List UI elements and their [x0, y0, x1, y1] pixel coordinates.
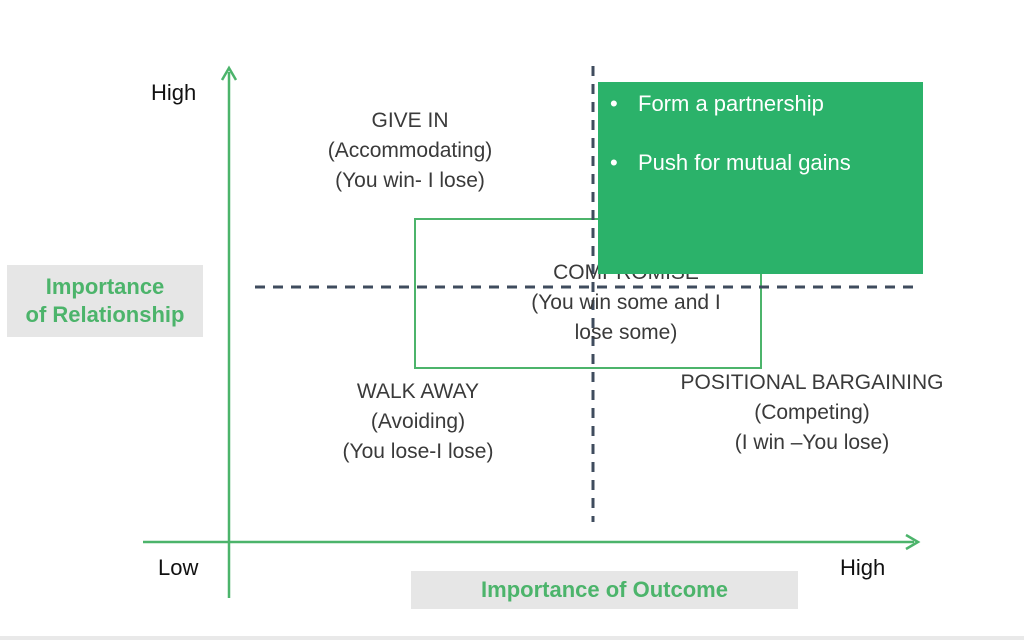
bullet-item: • Push for mutual gains: [610, 149, 923, 177]
y-axis-arrowhead: [220, 65, 238, 81]
x-axis-title-text: Importance of Outcome: [481, 577, 728, 602]
give-in-subtitle: (Accommodating): [327, 139, 493, 162]
quadrant-positional-bargaining: POSITIONAL BARGAINING (Competing) (I win…: [652, 368, 972, 458]
give-in-outcome: (You win- I lose): [335, 169, 485, 192]
bullet-text: Push for mutual gains: [638, 150, 851, 175]
y-axis-title-line2: of Relationship: [25, 302, 185, 327]
collaborate-box: • Form a partnership • Push for mutual g…: [598, 82, 923, 274]
walk-away-subtitle: (Avoiding): [370, 410, 466, 433]
x-axis-title: Importance of Outcome: [411, 571, 798, 609]
center-compromise: COMPROMISE (You win some and I lose some…: [486, 258, 766, 348]
x-axis-high-label: High: [840, 555, 886, 580]
give-in-title: GIVE IN: [371, 109, 449, 132]
bullet-item: • Form a partnership: [610, 90, 923, 118]
positional-bargaining-subtitle: (Competing): [754, 401, 870, 424]
walk-away-outcome: (You lose-I lose): [342, 440, 494, 463]
compromise-outcome: lose some): [574, 321, 678, 344]
positional-bargaining-title: POSITIONAL BARGAINING: [680, 371, 944, 394]
compromise-subtitle: (You win some and I: [531, 291, 721, 314]
quadrant-walk-away: WALK AWAY (Avoiding) (You lose-I lose): [308, 377, 528, 467]
x-axis-arrowhead: [905, 533, 921, 551]
y-axis-title: Importance of Relationship: [7, 265, 203, 337]
x-axis-low-label: Low: [158, 555, 199, 580]
collaborate-bullet-list: • Form a partnership • Push for mutual g…: [610, 90, 923, 177]
y-axis-high-label: High: [151, 80, 197, 105]
y-axis-title-line1: Importance: [45, 274, 165, 299]
bullet-dot-icon: •: [610, 91, 618, 116]
compromise-box: [414, 218, 762, 369]
walk-away-title: WALK AWAY: [356, 380, 480, 403]
bullet-dot-icon: •: [610, 150, 618, 175]
bottom-edge-strip: [0, 636, 1024, 640]
bullet-text: Form a partnership: [638, 91, 824, 116]
positional-bargaining-outcome: (I win –You lose): [734, 431, 890, 454]
quadrant-give-in: GIVE IN (Accommodating) (You win- I lose…: [300, 106, 520, 196]
